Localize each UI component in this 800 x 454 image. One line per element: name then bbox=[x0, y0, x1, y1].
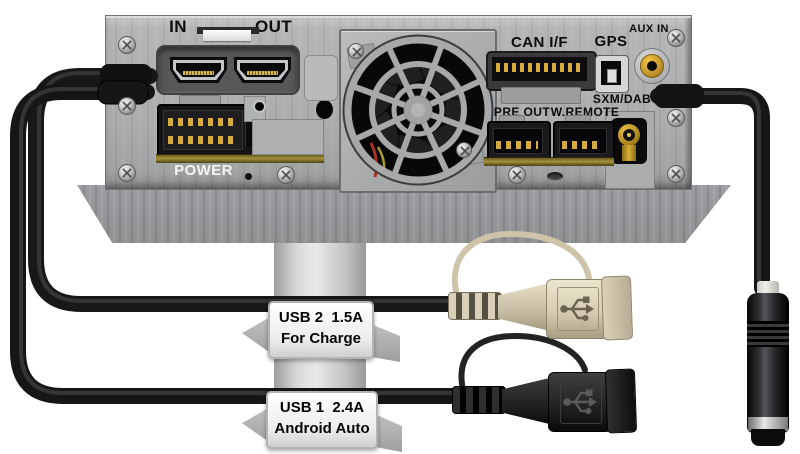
usb1-label-tag: USB 1 2.4A Android Auto bbox=[266, 391, 378, 449]
unit-underside bbox=[77, 185, 731, 243]
hdmi-pins bbox=[247, 71, 278, 75]
aux-gold-ring-icon bbox=[640, 54, 664, 78]
aux-barrel-tip bbox=[751, 429, 785, 446]
screw-icon bbox=[508, 166, 526, 184]
fan-screw-icon bbox=[348, 43, 364, 59]
label-can-if: CAN I/F bbox=[511, 34, 568, 51]
wremote-pins bbox=[562, 141, 602, 149]
sxm-smb-connector bbox=[618, 124, 640, 146]
aux-barrel-cap bbox=[757, 281, 779, 296]
sxm-recess bbox=[611, 118, 647, 164]
can-if-connector bbox=[486, 51, 597, 91]
usb1-tag-line1: USB 1 2.4A bbox=[279, 399, 365, 416]
gps-connector bbox=[595, 55, 629, 93]
label-out: OUT bbox=[254, 17, 293, 36]
screw-icon bbox=[277, 166, 295, 184]
screw-icon bbox=[118, 164, 136, 182]
hdmi-out-port bbox=[234, 57, 291, 83]
usb1-body bbox=[548, 372, 612, 432]
smb-center bbox=[623, 129, 635, 141]
usb1-cap-strap bbox=[458, 332, 588, 393]
aux-hole bbox=[647, 61, 657, 71]
hdmi-in-port bbox=[170, 57, 227, 83]
usb2-cap-strap bbox=[452, 230, 592, 299]
usb2-body bbox=[546, 279, 608, 339]
sticker-strip bbox=[203, 30, 251, 41]
gps-cavity bbox=[601, 61, 621, 85]
usb2-tag-line2: For Charge bbox=[280, 330, 361, 347]
usb1-dust-cap bbox=[604, 368, 638, 434]
usb2-label-tag: USB 2 1.5A For Charge bbox=[268, 301, 374, 359]
smb-stem bbox=[622, 145, 636, 161]
pcb-edge-strip bbox=[156, 154, 324, 163]
power-pins-row bbox=[168, 136, 238, 144]
usb2-strain-relief bbox=[448, 292, 502, 320]
can-pins bbox=[496, 63, 583, 72]
aux-barrel-ring bbox=[748, 417, 788, 431]
oval-hole-icon bbox=[547, 172, 563, 181]
hdmi-bay bbox=[156, 45, 300, 95]
screw-icon bbox=[667, 165, 685, 183]
aux-barrel-body bbox=[747, 293, 789, 433]
screw-icon bbox=[667, 29, 685, 47]
usb2-cable bbox=[28, 68, 460, 312]
usb1-cable bbox=[10, 84, 466, 404]
screw-icon bbox=[667, 109, 685, 127]
usb2-tag-line1: USB 2 1.5A bbox=[278, 309, 364, 326]
fan-screw-icon bbox=[456, 142, 472, 158]
pcb-edge-strip bbox=[484, 157, 614, 166]
usb1-tag-line2: Android Auto bbox=[274, 420, 370, 437]
hdmi-pins bbox=[183, 71, 214, 75]
screw-icon bbox=[118, 97, 136, 115]
label-aux-in: AUX IN bbox=[629, 23, 669, 35]
label-sxm-dab: SXM/DAB bbox=[592, 92, 652, 106]
screw-icon bbox=[118, 36, 136, 54]
aux-cable-boot bbox=[654, 84, 704, 108]
bracket-plate bbox=[252, 119, 324, 155]
usb1-logo-plate bbox=[560, 380, 602, 424]
usb1-strain-relief bbox=[452, 386, 506, 414]
smb-pin bbox=[627, 133, 631, 137]
vent-hole-icon bbox=[255, 102, 264, 111]
aux-barrel-grip-ribs bbox=[747, 321, 789, 347]
usb-trident-icon bbox=[560, 296, 594, 321]
gps-pin bbox=[607, 69, 617, 83]
usb2-logo-plate bbox=[557, 287, 599, 331]
usb2-dust-cap bbox=[600, 275, 634, 341]
label-power: POWER bbox=[174, 162, 233, 179]
head-unit-rear-panel: IN OUT POWER bbox=[105, 15, 692, 193]
pre-out-connector bbox=[487, 121, 551, 161]
pilot-hole-icon bbox=[245, 173, 252, 180]
label-in: IN bbox=[169, 17, 187, 36]
can-latch-tab bbox=[501, 87, 581, 104]
aux-in-jack bbox=[634, 48, 670, 84]
vent-hole-icon bbox=[316, 100, 333, 119]
preout-pins bbox=[496, 141, 538, 149]
label-gps: GPS bbox=[594, 33, 628, 50]
power-pins-row bbox=[168, 118, 238, 126]
blank-plate bbox=[304, 55, 338, 101]
usb-trident-icon bbox=[563, 389, 597, 414]
